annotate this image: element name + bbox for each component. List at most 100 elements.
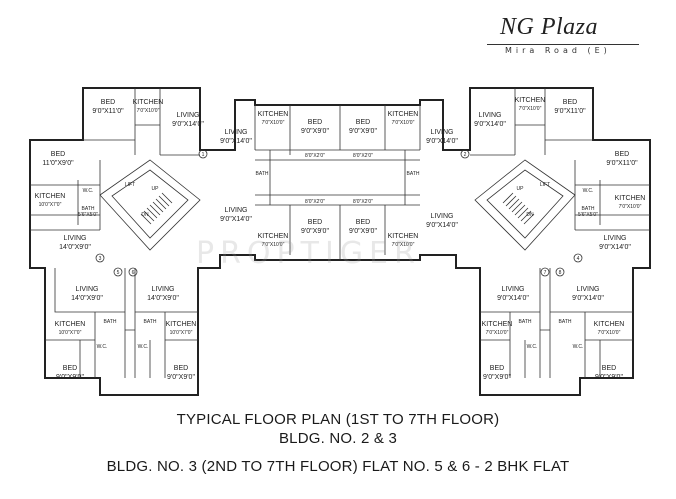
bath-label: BATH: [256, 171, 269, 177]
room-dim: 14'0"X9'0": [59, 244, 91, 251]
room-dim: 9'0"X9'0": [349, 228, 377, 235]
flat-number: 4: [577, 256, 580, 262]
room-label: BED: [101, 99, 115, 106]
room-label: LIVING: [76, 286, 99, 293]
flat-marker: [113, 267, 123, 277]
lift-label: LIFT: [540, 182, 550, 188]
room-label: BED: [63, 365, 77, 372]
flat-number: 7: [544, 270, 547, 276]
bath-label: BATH: [582, 206, 595, 212]
bath-label: BATH: [82, 206, 95, 212]
stair-dn-label: DN: [141, 212, 149, 218]
room-dim: 9'0"X11'0": [554, 108, 586, 115]
room-dim: 9'0"X14'0": [220, 138, 252, 145]
room-dim: 7'0"X10'0": [392, 242, 415, 248]
brand-divider: [487, 44, 639, 45]
room-dim: 9'0"X9'0": [56, 374, 84, 381]
room-label: LIVING: [479, 112, 502, 119]
caption-flat-type: BLDG. NO. 3 (2ND TO 7TH FLOOR) FLAT NO. …: [106, 458, 570, 475]
flat-marker: [198, 149, 208, 159]
service-labels: BATH 5'6"X5'0" W.C. BATH 5'6"X5'0" W.C. …: [78, 153, 598, 350]
flat-marker: [128, 267, 138, 277]
flat-number: 6: [132, 270, 135, 276]
room-label: LIVING: [225, 207, 248, 214]
room-dim: 9'0"X11'0": [92, 108, 124, 115]
wall-left-wing-outline: [29, 87, 651, 396]
room-dim: 9'0"X11'0": [606, 160, 638, 167]
wall-detail: [480, 268, 633, 378]
flat-marker: [460, 149, 470, 159]
room-label: LIVING: [431, 129, 454, 136]
room-labels: BED 9'0"X11'0" KITCHEN 7'0"X10'0" LIVING…: [35, 97, 646, 381]
room-label: BED: [563, 99, 577, 106]
room-dim: 7'0"X10'0": [262, 120, 285, 126]
wall-detail: [254, 105, 421, 260]
room-label: BED: [356, 119, 370, 126]
room-dim: 9'0"X9'0": [349, 128, 377, 135]
stair-dn-label: DN: [526, 212, 534, 218]
room-dim: 7'0"X10'0": [392, 120, 415, 126]
room-label: KITCHEN: [258, 111, 289, 118]
room-label: KITCHEN: [615, 195, 646, 202]
room-dim: 9'0"X14'0": [220, 216, 252, 223]
passage-dim: 8'0"X2'0": [305, 153, 325, 159]
room-dim: 9'0"X14'0": [426, 138, 458, 145]
room-dim: 9'0"X14'0": [599, 244, 631, 251]
bath-label: BATH: [407, 171, 420, 177]
room-label: BED: [356, 219, 370, 226]
room-dim: 11'0"X9'0": [42, 160, 74, 167]
room-dim: 9'0"X9'0": [167, 374, 195, 381]
room-label: LIVING: [502, 286, 525, 293]
room-label: KITCHEN: [388, 111, 419, 118]
room-label: BED: [308, 119, 322, 126]
room-label: KITCHEN: [35, 193, 66, 200]
passage-dim: 8'0"X2'0": [353, 153, 373, 159]
room-label: LIVING: [177, 112, 200, 119]
room-label: BED: [602, 365, 616, 372]
room-dim: 9'0"X14'0": [426, 222, 458, 229]
flat-number: 8: [559, 270, 562, 276]
stair-up-label: UP: [152, 186, 160, 192]
caption-building: BLDG. NO. 2 & 3: [278, 430, 398, 447]
flat-marker: [540, 267, 550, 277]
room-dim: 9'0"X14'0": [172, 121, 204, 128]
wall-detail: [45, 268, 198, 378]
flat-number: 3: [99, 256, 102, 262]
room-dim: 9'0"X9'0": [301, 228, 329, 235]
bath-label: BATH: [144, 319, 157, 325]
flat-marker: [95, 253, 105, 263]
wc-label: W.C.: [527, 344, 538, 350]
stair-up-label: UP: [517, 186, 525, 192]
watermark: PROPTIGER: [196, 236, 421, 271]
bath-dim: 5'6"X5'0": [578, 212, 598, 218]
room-dim: 9'0"X14'0": [572, 295, 604, 302]
stair-core-right: [474, 159, 576, 251]
room-label: LIVING: [152, 286, 175, 293]
room-label: BED: [615, 151, 629, 158]
room-dim: 7'0"X10'0": [619, 204, 642, 210]
wc-label: W.C.: [573, 344, 584, 350]
room-dim: 10'0"X7'0": [59, 330, 82, 336]
stair-treads-right: [502, 192, 535, 225]
wc-label: W.C.: [583, 188, 594, 194]
caption-floor-plan: TYPICAL FLOOR PLAN (1ST TO 7TH FLOOR): [176, 411, 500, 428]
room-label: BED: [174, 365, 188, 372]
stair-core-left: [99, 159, 201, 251]
room-label: KITCHEN: [133, 99, 164, 106]
room-dim: 9'0"X14'0": [474, 121, 506, 128]
room-dim: 9'0"X9'0": [301, 128, 329, 135]
room-label: KITCHEN: [388, 233, 419, 240]
room-dim: 7'0"X10'0": [137, 108, 160, 114]
room-dim: 14'0"X9'0": [147, 295, 179, 302]
room-label: LIVING: [604, 235, 627, 242]
bath-label: BATH: [104, 319, 117, 325]
room-label: BED: [308, 219, 322, 226]
stair-treads-left: [140, 192, 173, 225]
room-label: KITCHEN: [55, 321, 86, 328]
room-label: KITCHEN: [594, 321, 625, 328]
wc-label: W.C.: [83, 188, 94, 194]
bath-dim: 5'6"X5'0": [78, 212, 98, 218]
room-label: LIVING: [431, 213, 454, 220]
brand-subtitle: Mira Road (E): [505, 46, 611, 55]
